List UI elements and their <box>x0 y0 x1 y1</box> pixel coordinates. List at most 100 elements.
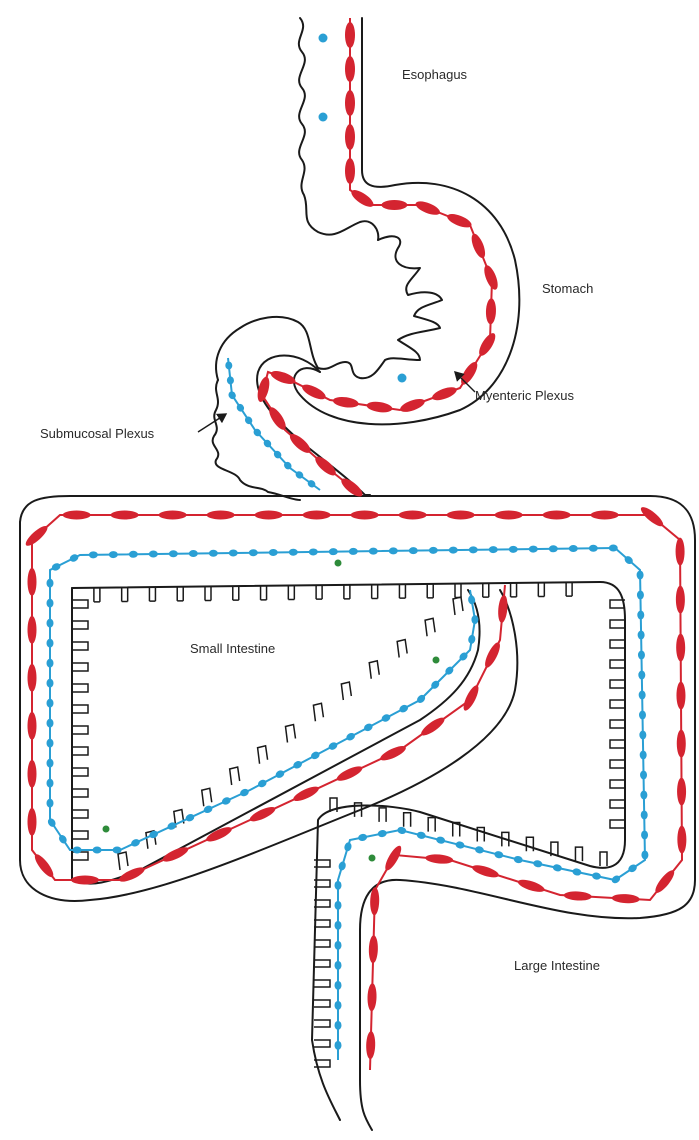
small-intestine-top-villus-5 <box>233 586 239 600</box>
esophagus-ganglion-dot-2 <box>319 113 328 122</box>
submucosal-intestine-node-90 <box>533 859 543 868</box>
myenteric-outer-loop-node-13 <box>28 808 37 836</box>
myenteric-outer-loop-node-25 <box>303 511 331 520</box>
myenteric-outer-loop-node-39 <box>677 826 686 854</box>
submucosal-intestine-node-99 <box>358 833 368 842</box>
submucosal-intestine-node-80 <box>640 770 647 779</box>
submucosal-intestine-node-22 <box>130 838 141 848</box>
myenteric-outer-loop-node-36 <box>676 682 685 710</box>
small-intestine-label: Small Intestine <box>190 641 275 656</box>
submucosal-intestine-node-98 <box>377 829 387 838</box>
submucosal-intestine-node-13 <box>292 760 303 770</box>
myenteric-outer-loop-node-7 <box>248 804 277 824</box>
submucosal-intestine-node-76 <box>639 690 646 699</box>
myenteric-outer-loop-node-48 <box>368 935 378 963</box>
submucosal-intestine-node-10 <box>345 732 356 742</box>
myenteric-outer-loop-node-12 <box>32 852 56 880</box>
large-intestine-right-villus-10 <box>610 800 625 808</box>
small-intestine-top-villus-0 <box>94 588 100 602</box>
small-intestine-top-villus-3 <box>177 587 183 601</box>
myenteric-outer-loop-node-31 <box>591 511 619 520</box>
submucosal-intestine-node-42 <box>89 551 98 558</box>
myenteric-outer-loop-node-42 <box>564 891 592 902</box>
submucosal-intestine-node-72 <box>637 610 644 619</box>
small-intestine-ganglion-dot-1 <box>335 560 342 567</box>
myenteric-esophagus-stomach-node-14 <box>430 385 458 403</box>
myenteric-esophagus-stomach-node-11 <box>486 298 497 324</box>
large-intestine-right-villus-9 <box>610 780 625 788</box>
large-intestine-right-villus-2 <box>610 640 625 648</box>
submucosal-intestine-node-97 <box>397 826 407 835</box>
submucosal-stomach-node-1 <box>227 376 235 385</box>
submucosal-intestine-node-49 <box>229 549 238 556</box>
submucosal-intestine-node-54 <box>329 548 338 555</box>
submucosal-intestine-node-77 <box>639 710 646 719</box>
myenteric-outer-loop-node-45 <box>425 853 454 864</box>
myenteric-esophagus-stomach-node-4 <box>345 158 355 184</box>
myenteric-esophagus-stomach-node-7 <box>414 199 442 218</box>
submucosal-intestine-node-109 <box>335 1021 342 1030</box>
submucosal-intestine-node-34 <box>47 679 54 688</box>
submucosal-intestine-node-39 <box>47 579 54 588</box>
submucosal-intestine-node-106 <box>335 961 342 970</box>
myenteric-outer-loop-node-41 <box>611 893 639 904</box>
small-intestine-top-villus-2 <box>149 587 155 601</box>
myenteric-plexus-chain <box>23 18 686 1070</box>
submucosal-intestine-line <box>50 548 645 1060</box>
submucosal-intestine-node-14 <box>274 769 285 779</box>
large-intestine-right-villus-4 <box>610 680 625 688</box>
submucosal-intestine-node-15 <box>257 778 268 788</box>
submucosal-intestine-node-62 <box>489 546 498 553</box>
small-intestine-diagonal-villus-4 <box>230 767 240 785</box>
submucosal-intestine-node-59 <box>429 547 438 554</box>
myenteric-outer-loop-node-2 <box>461 683 482 712</box>
myenteric-outer-loop-node-27 <box>399 511 427 520</box>
submucosal-intestine-node-47 <box>189 550 198 557</box>
myenteric-outer-loop-node-29 <box>495 511 523 520</box>
submucosal-intestine-node-28 <box>47 799 54 808</box>
large-intestine-bottom-villus-4 <box>428 818 435 832</box>
submucosal-intestine-node-51 <box>269 549 278 556</box>
submucosal-intestine-node-55 <box>349 548 358 555</box>
large-intestine-descending-villus-5 <box>314 960 330 967</box>
submucosal-intestine-node-75 <box>638 670 645 679</box>
submucosal-intestine-node-29 <box>47 779 54 788</box>
myenteric-outer-loop-node-17 <box>28 616 37 644</box>
small-intestine-top-villus-13 <box>455 584 461 598</box>
submucosal-intestine-node-45 <box>149 550 158 557</box>
submucosal-intestine-node-7 <box>398 703 409 713</box>
submucosal-intestine-node-110 <box>335 1041 342 1050</box>
myenteric-outer-loop-node-37 <box>677 730 686 758</box>
submucosal-intestine-node-23 <box>113 847 122 854</box>
submucosal-intestine-node-9 <box>363 722 374 732</box>
large-intestine-right-villus-7 <box>610 740 625 748</box>
submucosal-intestine-node-66 <box>569 545 578 552</box>
submucosal-intestine-node-82 <box>641 810 648 819</box>
submucosal-intestine-node-94 <box>455 841 465 850</box>
large-intestine-right-villus-6 <box>610 720 625 728</box>
myenteric-esophagus-stomach-node-3 <box>345 124 355 150</box>
small-intestine-top-villus-16 <box>538 583 544 597</box>
submucosal-intestine-node-61 <box>469 546 478 553</box>
submucosal-intestine-node-63 <box>509 546 518 553</box>
submucosal-intestine-node-38 <box>47 599 54 608</box>
small-intestine-diagonal-villus-8 <box>341 682 351 700</box>
myenteric-esophagus-stomach-node-19 <box>269 368 297 386</box>
myenteric-esophagus-stomach-node-12 <box>476 331 498 358</box>
submucosal-intestine-node-58 <box>409 547 418 554</box>
small-intestine-top-villus-9 <box>344 585 350 599</box>
submucosal-plexus-chain <box>46 358 648 1060</box>
submucosal-intestine-node-92 <box>494 850 504 859</box>
myenteric-outer-loop-node-18 <box>28 568 37 596</box>
myenteric-esophagus-stomach-node-23 <box>313 454 339 479</box>
submucosal-intestine-node-104 <box>335 921 342 930</box>
small-intestine-diagonal-villus-0 <box>118 852 128 870</box>
small-intestine-top-villus-11 <box>399 584 405 598</box>
submucosal-intestine-node-2 <box>468 634 476 644</box>
small-intestine-top-villus-10 <box>372 585 378 599</box>
myenteric-esophagus-stomach-node-9 <box>469 232 488 260</box>
myenteric-outer-loop-node-5 <box>335 764 364 784</box>
small-intestine-left-villus-3 <box>72 663 88 671</box>
submucosal-intestine-node-91 <box>513 855 523 864</box>
myenteric-esophagus-stomach-node-0 <box>345 22 355 48</box>
